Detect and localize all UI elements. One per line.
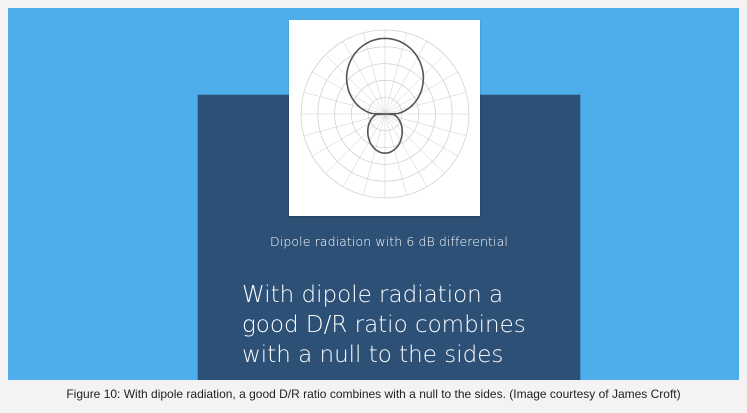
figure-frame: Dipole radiation with 6 dB differential … (8, 8, 739, 380)
figure-caption: Figure 10: With dipole radiation, a good… (66, 387, 681, 401)
slide-subtitle: Dipole radiation with 6 dB differential (270, 234, 508, 249)
slide-headline: With dipole radiation a good D/R ratio c… (242, 280, 572, 370)
headline-line-1: With dipole radiation a (242, 282, 504, 308)
dipole-pattern-trace (345, 37, 425, 154)
headline-line-2: good D/R ratio combines (242, 312, 526, 338)
polar-plot (300, 29, 470, 199)
polar-plot-card (289, 20, 480, 216)
headline-line-3: with a null to the sides (242, 342, 504, 368)
